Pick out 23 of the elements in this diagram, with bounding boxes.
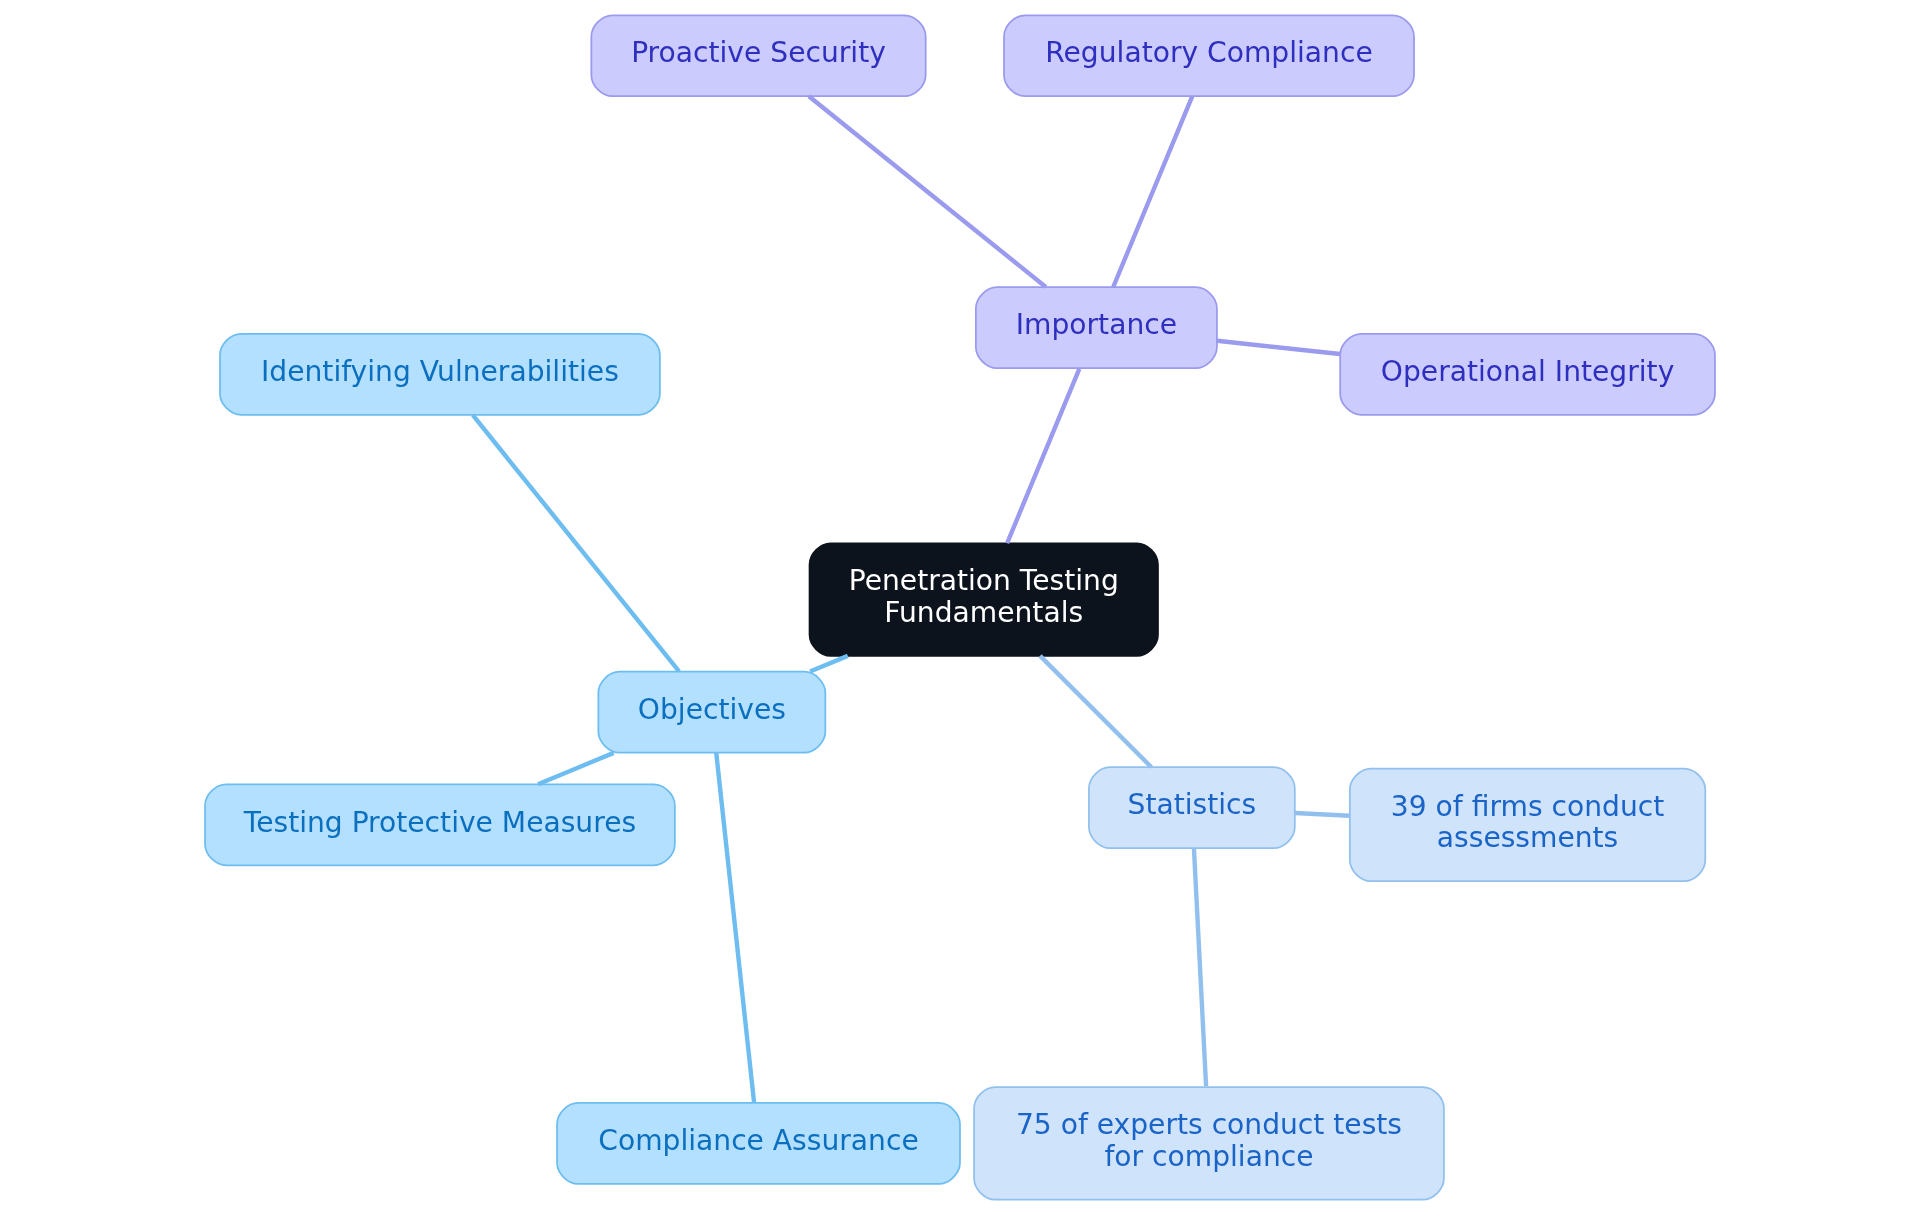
connector <box>471 413 681 673</box>
node-box: Compliance Assurance <box>556 1102 961 1185</box>
node-box: Regulatory Compliance <box>1003 14 1415 98</box>
node-box: Identifying Vulnerabilities <box>219 333 661 416</box>
node-box: Proactive Security <box>590 14 927 98</box>
node-box: Penetration Testing Fundamentals <box>808 542 1159 657</box>
node-box: 75 of experts conduct tests for compliance <box>973 1086 1445 1201</box>
connector <box>537 750 615 787</box>
connector <box>1038 654 1153 769</box>
connector <box>1294 810 1350 818</box>
connector <box>1111 95 1195 288</box>
node-box: Importance <box>974 286 1218 369</box>
connector <box>1005 368 1082 545</box>
node-box: Statistics <box>1088 766 1296 850</box>
connector <box>1216 338 1341 357</box>
connector <box>809 653 849 674</box>
node-box: Testing Protective Measures <box>204 783 676 867</box>
node-box: Objectives <box>597 670 827 754</box>
connector <box>807 94 1048 289</box>
node-box: Operational Integrity <box>1339 333 1716 416</box>
node-box: 39 of firms conduct assessments <box>1348 767 1707 882</box>
connector <box>714 752 757 1103</box>
connector <box>1191 848 1209 1087</box>
